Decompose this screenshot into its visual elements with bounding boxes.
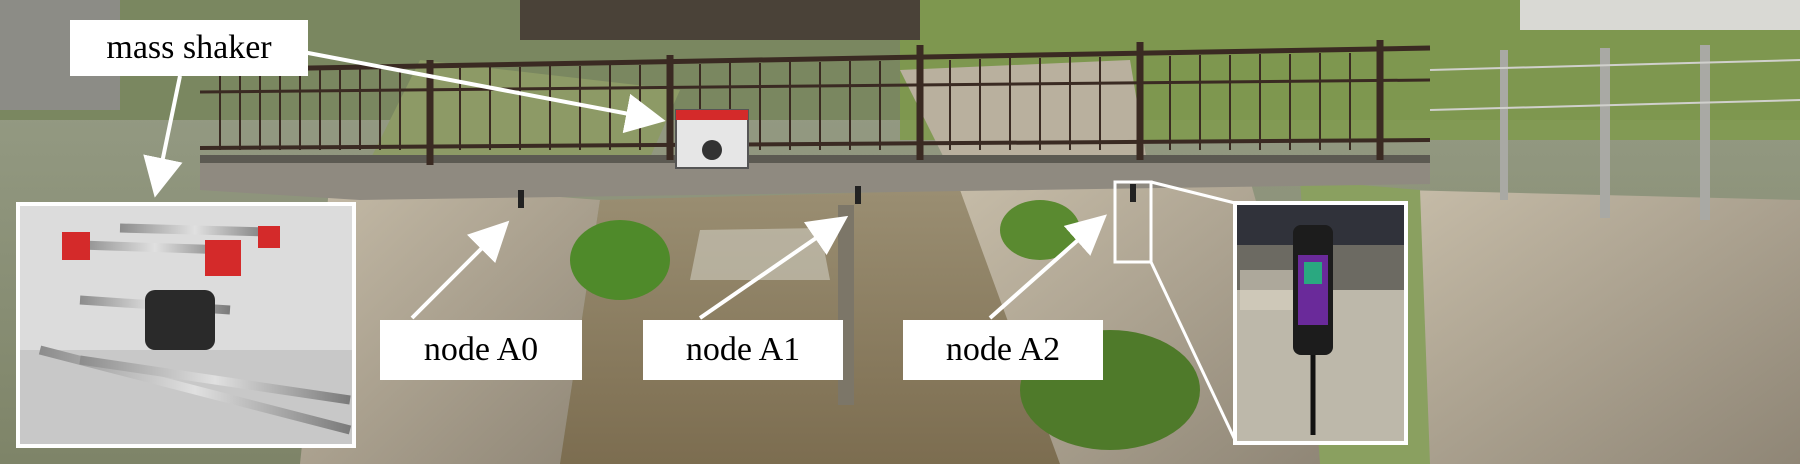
sensor-node-icon bbox=[518, 190, 524, 208]
node-a2-label: node A2 bbox=[903, 320, 1103, 380]
zoom-box bbox=[1113, 180, 1153, 264]
arrow-icon bbox=[143, 75, 183, 198]
zoom-line-top bbox=[1150, 180, 1236, 205]
arrow-icon bbox=[988, 214, 1107, 320]
shaker-render-inset bbox=[16, 202, 356, 448]
sensor-node-icon bbox=[1130, 184, 1136, 202]
node-a0-label: node A0 bbox=[380, 320, 582, 380]
shrub-mid bbox=[1000, 200, 1080, 260]
far-bridge bbox=[520, 0, 920, 40]
bridge-deck bbox=[200, 160, 1430, 200]
mass-shaker-icon bbox=[675, 109, 749, 169]
far-right-slope bbox=[1400, 190, 1800, 464]
arrow-icon bbox=[302, 50, 666, 134]
sensor-node-icon bbox=[855, 186, 861, 204]
arrow-icon bbox=[698, 215, 849, 320]
shrub-left bbox=[570, 220, 670, 300]
bridge-edge bbox=[200, 155, 1430, 163]
water-splash bbox=[690, 228, 830, 280]
sensor-node-inset bbox=[1233, 201, 1408, 445]
node-a1-label: node A1 bbox=[643, 320, 843, 380]
arrow-icon bbox=[410, 220, 510, 320]
rope-fence bbox=[1429, 45, 1800, 220]
zoom-line-bottom bbox=[1149, 261, 1237, 441]
parked-car bbox=[1520, 0, 1800, 30]
bridge-railing bbox=[199, 40, 1431, 165]
mass-shaker-label: mass shaker bbox=[70, 20, 308, 76]
